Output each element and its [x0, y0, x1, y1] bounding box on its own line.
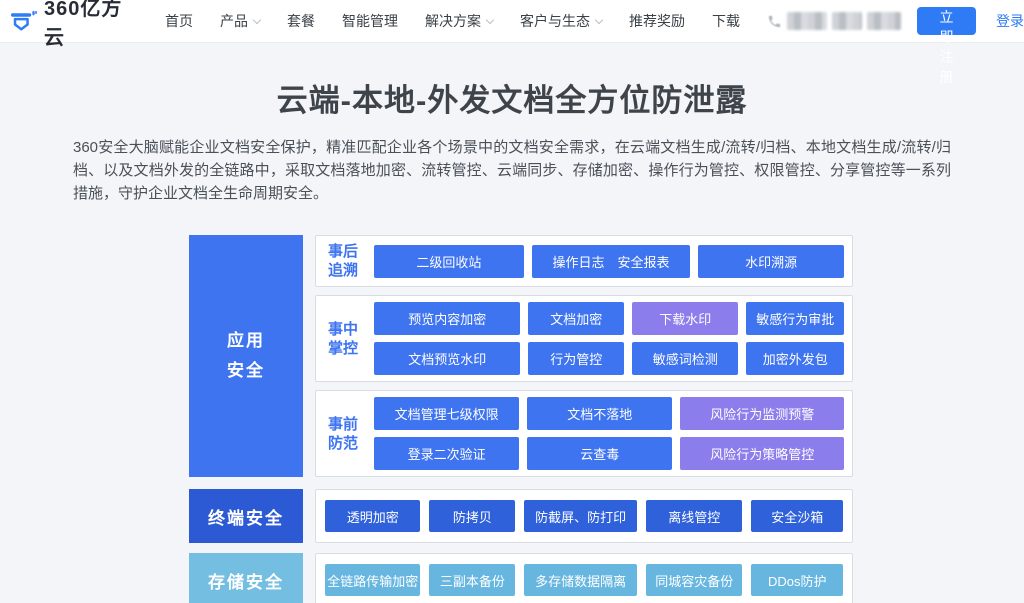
- app-security-label-line1: 应用: [227, 331, 265, 350]
- feature-chip: 登录二次验证: [374, 437, 520, 470]
- phone-icon: [767, 14, 782, 29]
- logo[interactable]: 360亿方云: [10, 0, 129, 50]
- group-label: 事中掌控: [328, 320, 359, 357]
- feature-chip: 透明加密: [325, 500, 421, 532]
- nav-item-label: 下载: [712, 13, 741, 29]
- group-box-1: 事中掌控预览内容加密文档加密下载水印敏感行为审批文档预览水印行为管控敏感词检测加…: [315, 295, 853, 382]
- feature-chip: 文档加密: [528, 302, 625, 335]
- chevron-down-icon: [594, 15, 604, 24]
- main-nav: 首页 产品 套餐 智能管理 解决方案 客户与生态 推荐奖励 下载: [165, 11, 767, 31]
- feature-chip: 安全沙箱: [751, 500, 843, 532]
- redacted-phone-number: [832, 12, 863, 30]
- redacted-phone-number: [787, 12, 828, 30]
- group-box-0: 事后追溯二级回收站操作日志 安全报表水印溯源: [315, 235, 853, 287]
- feature-chip: 操作日志 安全报表: [531, 244, 691, 278]
- feature-chip: 敏感词检测: [632, 342, 739, 375]
- logo-shield-icon: [10, 8, 37, 35]
- nav-item-5[interactable]: 客户与生态: [520, 11, 604, 31]
- app-security-box: 应用 安全: [189, 235, 303, 477]
- nav-item-label: 客户与生态: [520, 13, 591, 29]
- navbar-right: 立即注册 登录: [767, 7, 1024, 85]
- feature-chip: 文档预览水印: [374, 342, 521, 375]
- feature-chip: 多存储数据隔离: [524, 564, 638, 596]
- nav-item-7[interactable]: 下载: [712, 11, 740, 31]
- nav-item-label: 套餐: [287, 13, 316, 29]
- terminal-security-box: 终端安全: [189, 489, 303, 543]
- chevron-down-icon: [252, 15, 262, 24]
- terminal-security-bar: 透明加密防拷贝防截屏、防打印离线管控安全沙箱: [315, 489, 853, 543]
- feature-chip: 云查毒: [527, 437, 673, 470]
- feature-chip: 文档管理七级权限: [374, 397, 520, 430]
- feature-chip: 二级回收站: [374, 244, 524, 278]
- login-link[interactable]: 登录: [996, 13, 1024, 29]
- group-box-2: 事前防范文档管理七级权限文档不落地风险行为监测预警登录二次验证云查毒风险行为策略…: [315, 390, 853, 477]
- feature-chip: 行为管控: [528, 342, 625, 375]
- feature-chip: 风险行为监测预警: [680, 397, 844, 430]
- feature-chip: 防拷贝: [429, 500, 516, 532]
- nav-item-label: 首页: [165, 13, 194, 29]
- feature-chip: 加密外发包: [746, 342, 844, 375]
- register-button[interactable]: 立即注册: [917, 7, 976, 85]
- storage-security-box: 存储安全: [189, 553, 303, 603]
- nav-item-label: 产品: [220, 13, 249, 29]
- feature-chip: 全链路传输加密: [325, 564, 421, 596]
- nav-item-1[interactable]: 产品: [220, 11, 262, 31]
- feature-chip: 防截屏、防打印: [524, 500, 638, 532]
- chevron-down-icon: [485, 15, 495, 24]
- nav-item-label: 解决方案: [425, 13, 482, 29]
- feature-chip: 敏感行为审批: [746, 302, 844, 335]
- group-label: 事前防范: [328, 415, 359, 452]
- nav-item-label: 推荐奖励: [629, 13, 686, 29]
- app-security-row: 应用 安全 事后追溯二级回收站操作日志 安全报表水印溯源事中掌控预览内容加密文档…: [189, 235, 853, 477]
- phone-contact: [767, 12, 902, 30]
- feature-chip: 水印溯源: [698, 244, 844, 278]
- nav-item-0[interactable]: 首页: [165, 11, 193, 31]
- feature-chip: 文档不落地: [527, 397, 673, 430]
- feature-chip: 三副本备份: [429, 564, 516, 596]
- redacted-phone-number: [867, 12, 902, 30]
- app-security-groups: 事后追溯二级回收站操作日志 安全报表水印溯源事中掌控预览内容加密文档加密下载水印…: [315, 235, 853, 477]
- page-description: 360安全大脑赋能企业文档安全保护，精准匹配企业各个场景中的文档安全需求，在云端…: [73, 139, 951, 202]
- nav-item-6[interactable]: 推荐奖励: [629, 11, 685, 31]
- feature-chip: DDos防护: [751, 564, 843, 596]
- feature-chip: 同城容灾备份: [646, 564, 743, 596]
- terminal-security-row: 终端安全 透明加密防拷贝防截屏、防打印离线管控安全沙箱: [189, 489, 853, 543]
- nav-item-label: 智能管理: [342, 13, 399, 29]
- nav-item-2[interactable]: 套餐: [287, 11, 315, 31]
- hero-section: 云端-本地-外发文档全方位防泄露 360安全大脑赋能企业文档安全保护，精准匹配企…: [0, 43, 1024, 603]
- logo-text: 360亿方云: [44, 0, 123, 49]
- feature-chip: 下载水印: [632, 302, 739, 335]
- page-title: 云端-本地-外发文档全方位防泄露: [276, 83, 748, 118]
- security-diagram: 应用 安全 事后追溯二级回收站操作日志 安全报表水印溯源事中掌控预览内容加密文档…: [189, 235, 853, 603]
- group-label: 事后追溯: [328, 243, 359, 279]
- nav-item-4[interactable]: 解决方案: [425, 11, 495, 31]
- feature-chip: 风险行为策略管控: [680, 437, 844, 470]
- feature-chip: 预览内容加密: [374, 302, 521, 335]
- nav-item-3[interactable]: 智能管理: [342, 11, 398, 31]
- app-security-label-line2: 安全: [227, 361, 265, 380]
- top-navbar: 360亿方云 首页 产品 套餐 智能管理 解决方案 客户与生态 推荐奖励 下载 立即注册 登录: [0, 0, 1024, 85]
- feature-chip: 离线管控: [646, 500, 743, 532]
